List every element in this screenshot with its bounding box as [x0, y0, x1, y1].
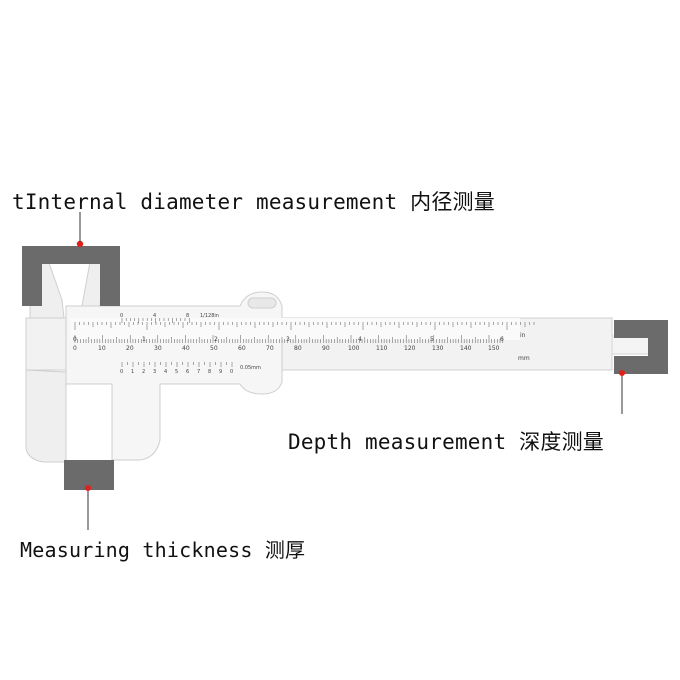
vernier-mm-precision: 0.05mm	[240, 365, 261, 371]
depth-marker	[614, 320, 668, 374]
internal-diameter-marker	[22, 246, 120, 306]
mm-number: 90	[322, 345, 330, 352]
vernier-mm-numbers: 0 1 2 3 4 5 6 7 8 9 0	[120, 369, 233, 375]
mm-number: 10	[98, 345, 106, 352]
inch-number: 5	[430, 336, 434, 343]
thickness-label: Measuring thickness 测厚	[20, 538, 306, 562]
mm-ticks	[74, 335, 504, 343]
mm-number: 120	[404, 345, 416, 352]
vernier-inch-number: 0	[120, 313, 123, 319]
depth-label: Depth measurement 深度测量	[288, 430, 604, 454]
vernier-mm-number: 0	[120, 369, 123, 375]
unit-mm: mm	[518, 355, 530, 362]
vernier-inch-ticks	[121, 318, 190, 323]
mm-number: 130	[432, 345, 444, 352]
internal-diameter-label: tInternal diameter measurement 内径测量	[12, 190, 495, 214]
vernier-mm-number: 7	[197, 369, 200, 375]
vernier-mm-number: 3	[153, 369, 156, 375]
vernier-mm-number: 0	[230, 369, 233, 375]
thickness-dot	[85, 485, 91, 491]
vernier-mm-ticks	[121, 362, 233, 367]
mm-number: 20	[126, 345, 134, 352]
vernier-mm-number: 2	[142, 369, 145, 375]
vernier-inch-number: 4	[153, 313, 156, 319]
vernier-mm-number: 8	[208, 369, 211, 375]
mm-number: 0	[73, 345, 77, 352]
mm-number: 60	[238, 345, 246, 352]
mm-number: 140	[460, 345, 472, 352]
mm-number: 50	[210, 345, 218, 352]
vernier-mm-number: 1	[131, 369, 134, 375]
internal-diameter-dot	[76, 240, 84, 248]
thumb-grip	[247, 297, 277, 309]
inch-scale-strip	[70, 318, 520, 340]
mm-number: 80	[294, 345, 302, 352]
depth-dot	[619, 370, 625, 376]
vernier-slider	[65, 291, 283, 461]
mm-number: 40	[182, 345, 190, 352]
inch-ticks	[74, 322, 535, 330]
mm-numbers: 0 10 20 30 40 50 60 70 80 90 100 110 120…	[73, 345, 500, 352]
mm-number: 100	[348, 345, 360, 352]
mm-number: 150	[488, 345, 500, 352]
vernier-mm-number: 4	[164, 369, 167, 375]
inch-number: 4	[358, 336, 362, 343]
mm-number: 70	[266, 345, 274, 352]
inch-number: 6	[500, 336, 504, 343]
vernier-mm-number: 6	[186, 369, 189, 375]
vernier-mm-number: 9	[219, 369, 222, 375]
unit-in: in	[520, 332, 526, 339]
fixed-lower-jaw	[25, 369, 67, 463]
vernier-inch-precision: 1/128in	[200, 313, 219, 319]
inch-number: 3	[286, 336, 290, 343]
mm-number: 30	[154, 345, 162, 352]
vernier-inch-number: 8	[186, 313, 189, 319]
mm-number: 110	[376, 345, 388, 352]
vernier-mm-number: 5	[175, 369, 178, 375]
thickness-marker	[64, 460, 114, 490]
